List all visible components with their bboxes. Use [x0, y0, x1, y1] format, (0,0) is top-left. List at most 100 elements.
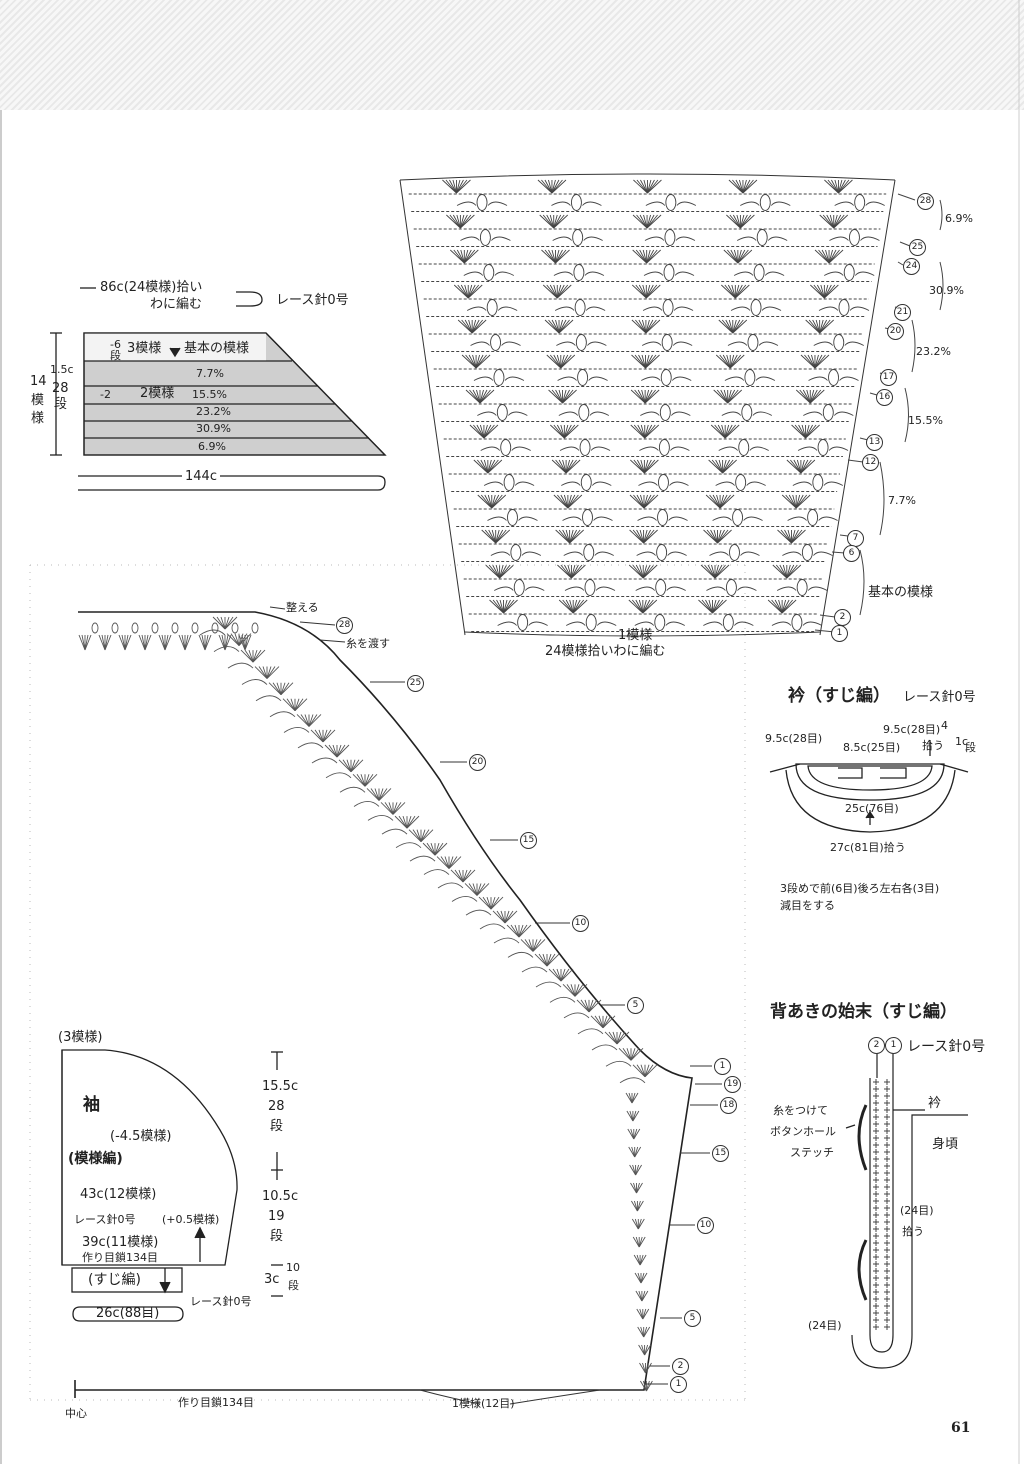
- sleeve-schematic: [61, 1049, 283, 1322]
- chart-row-1: 1: [831, 625, 848, 642]
- body-row-18: 18: [720, 1097, 737, 1114]
- body-row-5: 5: [627, 997, 644, 1014]
- back-button-3: ステッチ: [790, 1146, 834, 1159]
- motif-you: 様: [31, 411, 45, 426]
- collar-center-width: 25c(76目): [845, 802, 899, 815]
- band-3moyou: 3模様: [127, 341, 162, 356]
- bottom-width: 144c: [182, 470, 220, 483]
- sleeve-width-26: 26c(88目): [96, 1306, 160, 1321]
- chart-row-21: 21: [894, 304, 911, 321]
- collar-title: 衿（すじ編）: [788, 686, 890, 706]
- body-row-25: 25: [407, 675, 424, 692]
- body-row-5b: 5: [684, 1310, 701, 1327]
- motif-14: 14: [30, 374, 47, 389]
- body-row-20: 20: [469, 754, 486, 771]
- back-opening-diagram: [845, 1053, 968, 1369]
- band-dan: 段: [110, 349, 121, 362]
- chart-braces: [814, 193, 944, 633]
- scan-noise-band: [0, 0, 1024, 110]
- sleeve-h3: 3c: [264, 1272, 280, 1287]
- band-69: 6.9%: [198, 440, 226, 453]
- body-row-10b: 10: [697, 1217, 714, 1234]
- chart-row-25: 25: [909, 239, 926, 256]
- body-chain-start: 作り目鎖134目: [178, 1396, 254, 1409]
- chart-row-24: 24: [903, 258, 920, 275]
- chart-row-13: 13: [866, 434, 883, 451]
- body-chart-outline: [74, 611, 693, 1398]
- chart-pct-77: 7.7%: [888, 494, 916, 507]
- collar-pick: 拾う: [922, 739, 944, 752]
- band-309: 30.9%: [196, 422, 231, 435]
- collar-right-width: 9.5c(28目): [883, 723, 941, 736]
- body-row-28: 28: [336, 617, 353, 634]
- body-chart-dots: [29, 564, 746, 1401]
- body-row-10: 10: [572, 915, 589, 932]
- sleeve-h2-dan: 段: [270, 1229, 284, 1244]
- sleeve-dec: (-4.5模様): [110, 1129, 172, 1144]
- yoke-schematic: [50, 287, 387, 491]
- band-232: 23.2%: [196, 405, 231, 418]
- collar-hook: レース針0号: [903, 690, 976, 705]
- collar-1dan: 段: [965, 741, 976, 754]
- pickup-label-2: わに編む: [150, 297, 203, 312]
- collar-1c: 1c: [955, 735, 969, 748]
- collar-frac: 4: [941, 719, 948, 732]
- body-center: 中心: [65, 1407, 87, 1420]
- band-2moyou: 2模様: [140, 386, 175, 401]
- chart-row-12: 12: [862, 454, 879, 471]
- back-opening-title: 背あきの始末（すじ編）: [770, 1002, 957, 1022]
- band-77: 7.7%: [196, 367, 224, 380]
- back-row-2: 2: [868, 1037, 885, 1054]
- sleeve-hook2: レース針0号: [190, 1295, 252, 1308]
- band-x2: -2: [100, 388, 111, 401]
- chart-row-2: 2: [834, 609, 851, 626]
- chart-row-6: 6: [843, 545, 860, 562]
- body-row-15b: 15: [712, 1145, 729, 1162]
- rows-dan: 段: [54, 397, 68, 412]
- chart-row-17: 17: [880, 369, 897, 386]
- sleeve-pattern: (模様編): [68, 1151, 123, 1167]
- sleeve-h2: 10.5c: [262, 1189, 299, 1204]
- chart-pct-309: 30.9%: [929, 284, 964, 297]
- sleeve-h2-rows: 19: [268, 1209, 285, 1224]
- back-hook: レース針0号: [907, 1039, 986, 1055]
- body-row-15: 15: [520, 832, 537, 849]
- back-button-1: 糸をつけて: [773, 1104, 828, 1117]
- rows-28: 28: [52, 381, 69, 396]
- rows-top: 1.5c: [50, 363, 74, 376]
- body-leaders: [269, 606, 722, 1405]
- back-collar-label: 衿: [928, 1096, 942, 1111]
- back-row-1: 1: [885, 1037, 902, 1054]
- chart-row-20: 20: [887, 323, 904, 340]
- band-155: 15.5%: [192, 388, 227, 401]
- back-bottom24: (24目): [808, 1319, 842, 1332]
- sleeve-h3-dan: 段: [288, 1279, 299, 1292]
- sleeve-width-43: 43c(12模様): [80, 1187, 157, 1202]
- sleeve-h1-dan: 段: [270, 1119, 284, 1134]
- band-basic: 基本の模様: [184, 341, 250, 356]
- chart-rows: [408, 179, 887, 632]
- body-row-2: 2: [672, 1358, 689, 1375]
- collar-left-width: 9.5c(28目): [765, 732, 823, 745]
- sleeve-h1-rows: 28: [268, 1099, 285, 1114]
- sleeve-chain: 作り目鎖134目: [82, 1251, 158, 1264]
- collar-center-small: 8.5c(25目): [843, 741, 901, 754]
- chart-pickup-round: 24模様拾いわに編む: [545, 644, 666, 659]
- chart-row-28: 28: [917, 193, 934, 210]
- sleeve-h3-rows: 10: [286, 1261, 300, 1274]
- body-align-label: 整える: [286, 601, 319, 614]
- chart-pct-232: 23.2%: [916, 345, 951, 358]
- sleeve-inc: (+0.5模様): [162, 1213, 220, 1226]
- collar-diagram: [769, 740, 969, 833]
- placket-stitches: [873, 1079, 890, 1330]
- body-one-motif: 1模様(12目): [452, 1397, 515, 1410]
- chart-pct-69: 6.9%: [945, 212, 973, 225]
- collar-outer-width: 27c(81目)拾う: [830, 841, 906, 854]
- hook-label: レース針0号: [276, 293, 349, 308]
- body-row-1-top: 1: [714, 1058, 731, 1075]
- back-body-label: 身頃: [932, 1137, 959, 1152]
- back-button-2: ボタンホール: [770, 1125, 836, 1138]
- sleeve-title: 袖: [83, 1095, 100, 1115]
- sleeve-three-motif: (3模様): [58, 1030, 103, 1045]
